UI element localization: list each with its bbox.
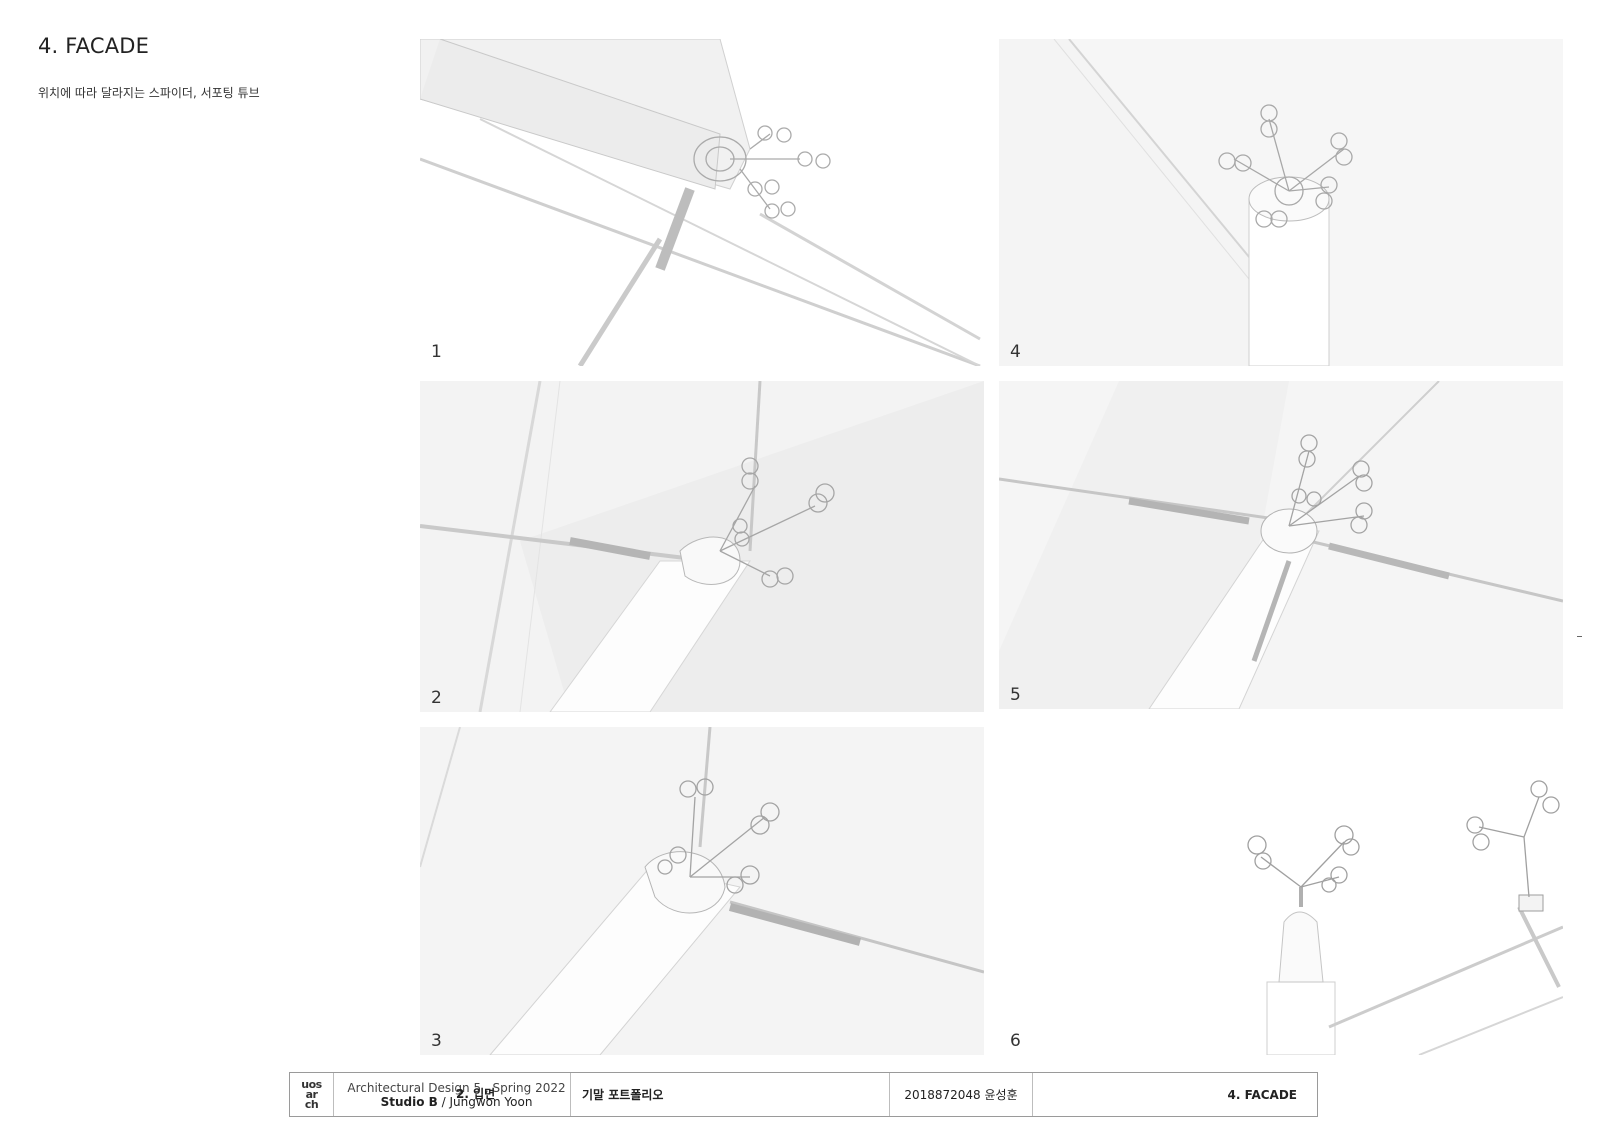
panel-number: 6 [1010,1031,1021,1051]
panel-number: 5 [1010,685,1021,705]
university-logo: uos ar ch [290,1073,334,1116]
spider-render-5 [999,381,1563,709]
student-info: 2018872048 윤성훈 [890,1073,1033,1116]
title-block: uos ar ch Architectural Design 5 , Sprin… [289,1072,1318,1117]
studio-info: Studio B / Jungwon Yoon [381,1095,533,1109]
panel-number: 2 [431,688,442,708]
instructor-name: / Jungwon Yoon [437,1094,533,1109]
render-panel-5: 5 [999,381,1563,709]
page-title: 4. FACADE [38,34,150,58]
panel-number: 3 [431,1031,442,1051]
spider-render-2 [420,381,984,712]
overlay-section-label: 2. 입면 [456,1087,496,1101]
render-panel-4: 4 [999,39,1563,366]
course-name: Architectural Design 5 , Spring 2022 [347,1080,566,1095]
render-panel-3: 3 [420,727,984,1055]
spider-render-3 [420,727,984,1055]
studio-label: Studio B [380,1094,438,1109]
render-panel-1: 1 [420,39,984,366]
page-subtitle: 위치에 따라 달라지는 스파이더, 서포팅 튜브 [38,86,260,100]
footer-section-title: 4. FACADE [1227,1087,1297,1102]
spider-render-1 [420,39,981,366]
render-panel-2: 2 [420,381,984,712]
course-info: Architectural Design 5 , Spring 2022 Stu… [334,1073,571,1116]
spider-render-4 [999,39,1353,366]
spider-render-6 [1247,780,1563,1055]
panel-number: 4 [1010,342,1021,362]
document-title: 기말 포트폴리오 [571,1073,890,1116]
render-panel-6: 6 [999,727,1563,1055]
page-mark [1577,636,1582,637]
panel-number: 1 [431,342,442,362]
